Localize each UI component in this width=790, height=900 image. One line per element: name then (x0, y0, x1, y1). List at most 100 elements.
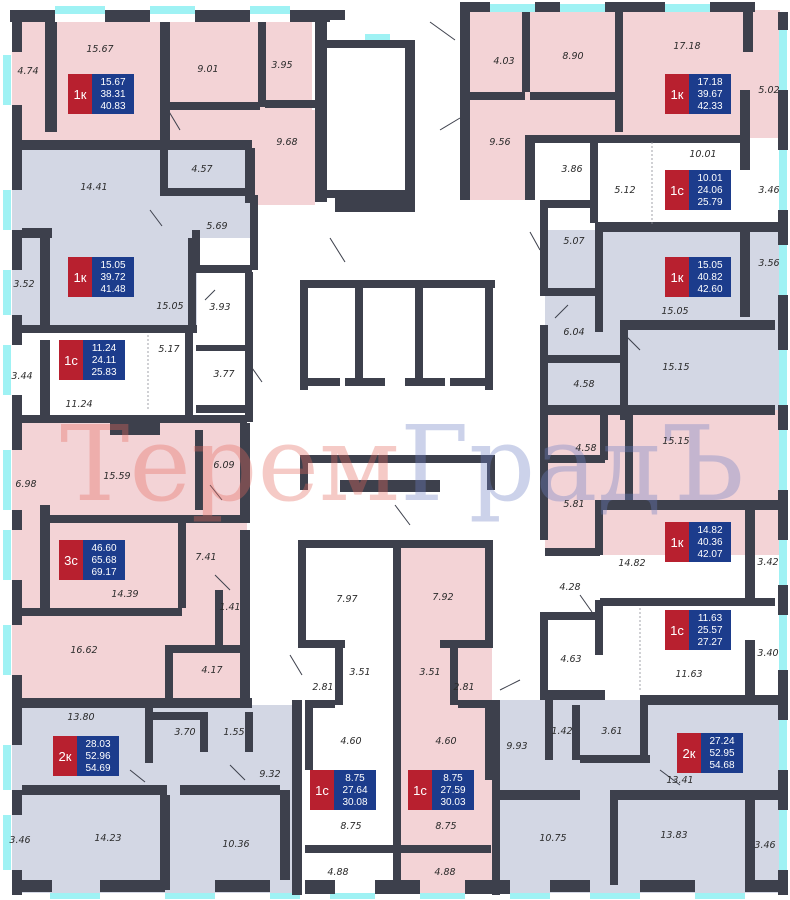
window (779, 810, 787, 870)
wall (345, 378, 385, 386)
wall (450, 378, 490, 386)
wall (145, 712, 200, 720)
room-area-label: 4.58 (575, 443, 596, 454)
wall (22, 415, 247, 423)
wall (530, 92, 620, 100)
apartment-area-value: 15.05 (697, 260, 722, 271)
wall (778, 870, 788, 895)
wall (240, 530, 250, 700)
window (270, 893, 300, 899)
badge-values-box (83, 340, 125, 380)
window (165, 893, 215, 899)
wall (595, 500, 780, 510)
apartment-area-value: 28.03 (85, 739, 110, 750)
room-area-label: 5.81 (563, 499, 584, 510)
window (3, 745, 11, 790)
wall (300, 378, 340, 386)
wall (180, 785, 280, 795)
room-area-label: 11.63 (675, 669, 702, 680)
room-area-label: 5.69 (206, 221, 227, 232)
wall (100, 880, 165, 892)
room-area-label: 4.03 (493, 56, 514, 67)
room-area-label: 9.93 (506, 741, 527, 752)
wall (540, 612, 595, 620)
apartment-area-value: 30.03 (440, 797, 465, 808)
door-swing (149, 209, 163, 227)
wall (165, 645, 245, 653)
apartment-type: 1к (671, 87, 684, 102)
wall (305, 700, 313, 770)
wall (280, 790, 290, 880)
door-swing (209, 484, 223, 501)
room-area-label: 3.70 (174, 727, 195, 738)
wall (487, 455, 495, 490)
wall (485, 548, 493, 648)
badge-values-box (689, 74, 731, 114)
wall (12, 140, 252, 150)
wall (40, 340, 50, 420)
badge-values-box (432, 770, 474, 810)
walls (10, 2, 788, 895)
wall (545, 455, 605, 463)
wall (778, 12, 788, 30)
window (3, 55, 11, 105)
wall (300, 455, 495, 463)
apartment-area-value: 8.75 (345, 773, 365, 784)
room-area-label: 8.90 (562, 51, 583, 62)
window (779, 615, 787, 670)
apartment-type: 3с (64, 553, 78, 568)
apartment-type: 2к (683, 746, 696, 761)
door-swing (394, 504, 411, 526)
apartment-area-value: 24.11 (92, 355, 117, 366)
window (50, 893, 100, 899)
room-area-label: 17.18 (673, 41, 700, 52)
wall (192, 265, 252, 273)
apartment-fill (470, 10, 780, 138)
room-area-label: 5.07 (563, 236, 584, 247)
wall (22, 228, 52, 238)
apartment-fill (245, 110, 315, 205)
wall (12, 510, 22, 530)
apartment-area-value: 27.59 (440, 785, 465, 796)
room-area-label: 14.23 (94, 833, 121, 844)
wall (22, 698, 252, 708)
apartment-area-value: 41.48 (100, 284, 125, 295)
apartment-type: 1к (74, 87, 87, 102)
apartment-area-value: 15.05 (100, 260, 125, 271)
apartment-type: 2к (59, 749, 72, 764)
wall (45, 22, 57, 132)
apartment-type: 1с (315, 783, 329, 798)
wall (305, 880, 335, 894)
watermark: ТеремГрадЪ (60, 403, 744, 525)
wall (540, 208, 548, 288)
wall (215, 880, 270, 892)
room-area-label: 13.41 (666, 775, 693, 786)
apartment-area-value: 30.08 (342, 797, 367, 808)
window (250, 6, 290, 14)
wall (22, 608, 182, 616)
apartment-fill (12, 423, 247, 708)
wall (525, 140, 535, 200)
wall (12, 580, 22, 625)
badge-type-box (665, 522, 689, 562)
wall (440, 640, 485, 648)
apartment-area-value: 27.64 (342, 785, 367, 796)
wall (525, 135, 750, 143)
wall (740, 232, 750, 317)
dashed-partitions (147, 142, 653, 690)
room-area-label: 7.41 (195, 552, 216, 563)
wall (292, 700, 302, 895)
apartment-type: 1с (670, 623, 684, 638)
wall (160, 22, 170, 142)
room-area-label: 3.46 (754, 840, 775, 851)
room-area-label: 15.05 (661, 306, 688, 317)
apartment-area-value: 40.82 (697, 272, 722, 283)
door-swing (554, 304, 569, 319)
